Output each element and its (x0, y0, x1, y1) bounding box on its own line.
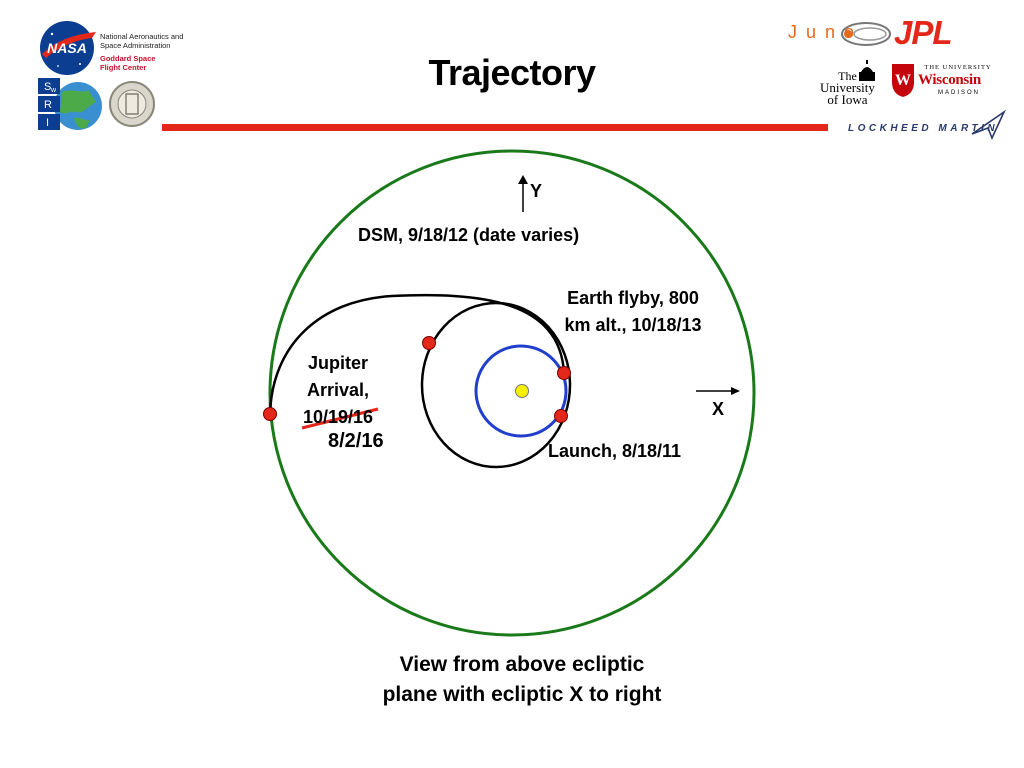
earth-flyby-label: Earth flyby, 800 km alt., 10/18/13 (552, 285, 714, 339)
nasa-meatball-icon: NASA (40, 21, 96, 75)
juno-swoosh (840, 18, 892, 55)
swri-letter-r: R (44, 99, 52, 111)
uwisc-top-text: THE UNIVERSITY (924, 64, 992, 71)
earth-flyby-line-1: Earth flyby, 800 (567, 288, 699, 308)
jupiter-line-1: Jupiter (307, 353, 368, 373)
outer-trajectory-to-jupiter (268, 293, 566, 415)
jupiter-orbit (268, 149, 756, 637)
juno-spacecraft-icon (841, 22, 891, 46)
nasa-line-2: Space Administration (100, 41, 171, 50)
swri-letter-s: S (44, 81, 51, 93)
jupiter-arrival-label: Jupiter Arrival, 10/19/16 (288, 350, 388, 431)
swri-logo: S w R I (38, 76, 104, 132)
sun-marker (515, 384, 529, 398)
uwisc-bottom-text: MADISON (937, 90, 980, 96)
swri-letter-w: w (50, 87, 57, 94)
nasa-badge-text: NASA (47, 40, 87, 56)
diagram-caption: View from above ecliptic plane with ecli… (322, 650, 722, 710)
caption-line-2: plane with ecliptic X to right (382, 683, 662, 706)
lockheed-star-icon (970, 109, 1006, 145)
jhu-seal (108, 80, 156, 128)
juno-logo-text: Juno (788, 22, 864, 42)
lockheed-martin-logo: LOCKHEED MARTIN (848, 123, 999, 134)
jupiter-new-date: 8/2/16 (328, 430, 384, 452)
goddard-line-1: Goddard Space (100, 54, 156, 63)
x-axis-label: X (712, 399, 725, 419)
nasa-line-1: National Aeronautics and (100, 32, 184, 41)
swri-letter-i: I (46, 117, 49, 129)
old-date-strike (301, 407, 379, 430)
dsm-label: DSM, 9/18/12 (date varies) (358, 225, 580, 245)
uwisc-crest-letter: W (895, 72, 911, 89)
uiowa-capitol-icon (856, 60, 878, 87)
uwisc-crest-icon: W (890, 62, 916, 103)
earth-flyby-line-2: km alt., 10/18/13 (564, 315, 702, 335)
nasa-gsfc-text: National Aeronautics and Space Administr… (100, 32, 183, 72)
launch-marker (554, 409, 568, 423)
uiowa-line-3: of Iowa (827, 92, 868, 107)
nasa-gsfc-logo: NASA (34, 20, 186, 78)
dsm-marker (422, 336, 436, 350)
swri-globe-icon: S w R I (38, 78, 102, 130)
launch-label: Launch, 8/18/11 (548, 441, 682, 461)
jupiter-old-date: 10/19/16 (302, 407, 374, 427)
uiowa-logo: The University of Iowa (820, 70, 875, 106)
earth-orbit (474, 344, 568, 438)
uiowa-line-2: University (820, 80, 875, 95)
jpl-logo: JPL (894, 14, 953, 51)
caption-line-1: View from above ecliptic (399, 653, 645, 676)
uiowa-line-1: The (838, 69, 857, 83)
jupiter-line-2: Arrival, (306, 380, 370, 400)
earth-flyby-marker (557, 366, 571, 380)
goddard-line-2: Flight Center (100, 63, 147, 72)
jupiter-arrival-marker (263, 407, 277, 421)
y-arrowhead-icon (518, 175, 528, 184)
jhu-seal-icon (109, 81, 155, 127)
title-underline (162, 124, 828, 131)
slide-title: Trajectory (428, 52, 596, 93)
y-axis-label: Y (530, 181, 543, 201)
x-arrowhead-icon (731, 387, 740, 395)
uwisc-name: Wisconsin (918, 72, 981, 88)
